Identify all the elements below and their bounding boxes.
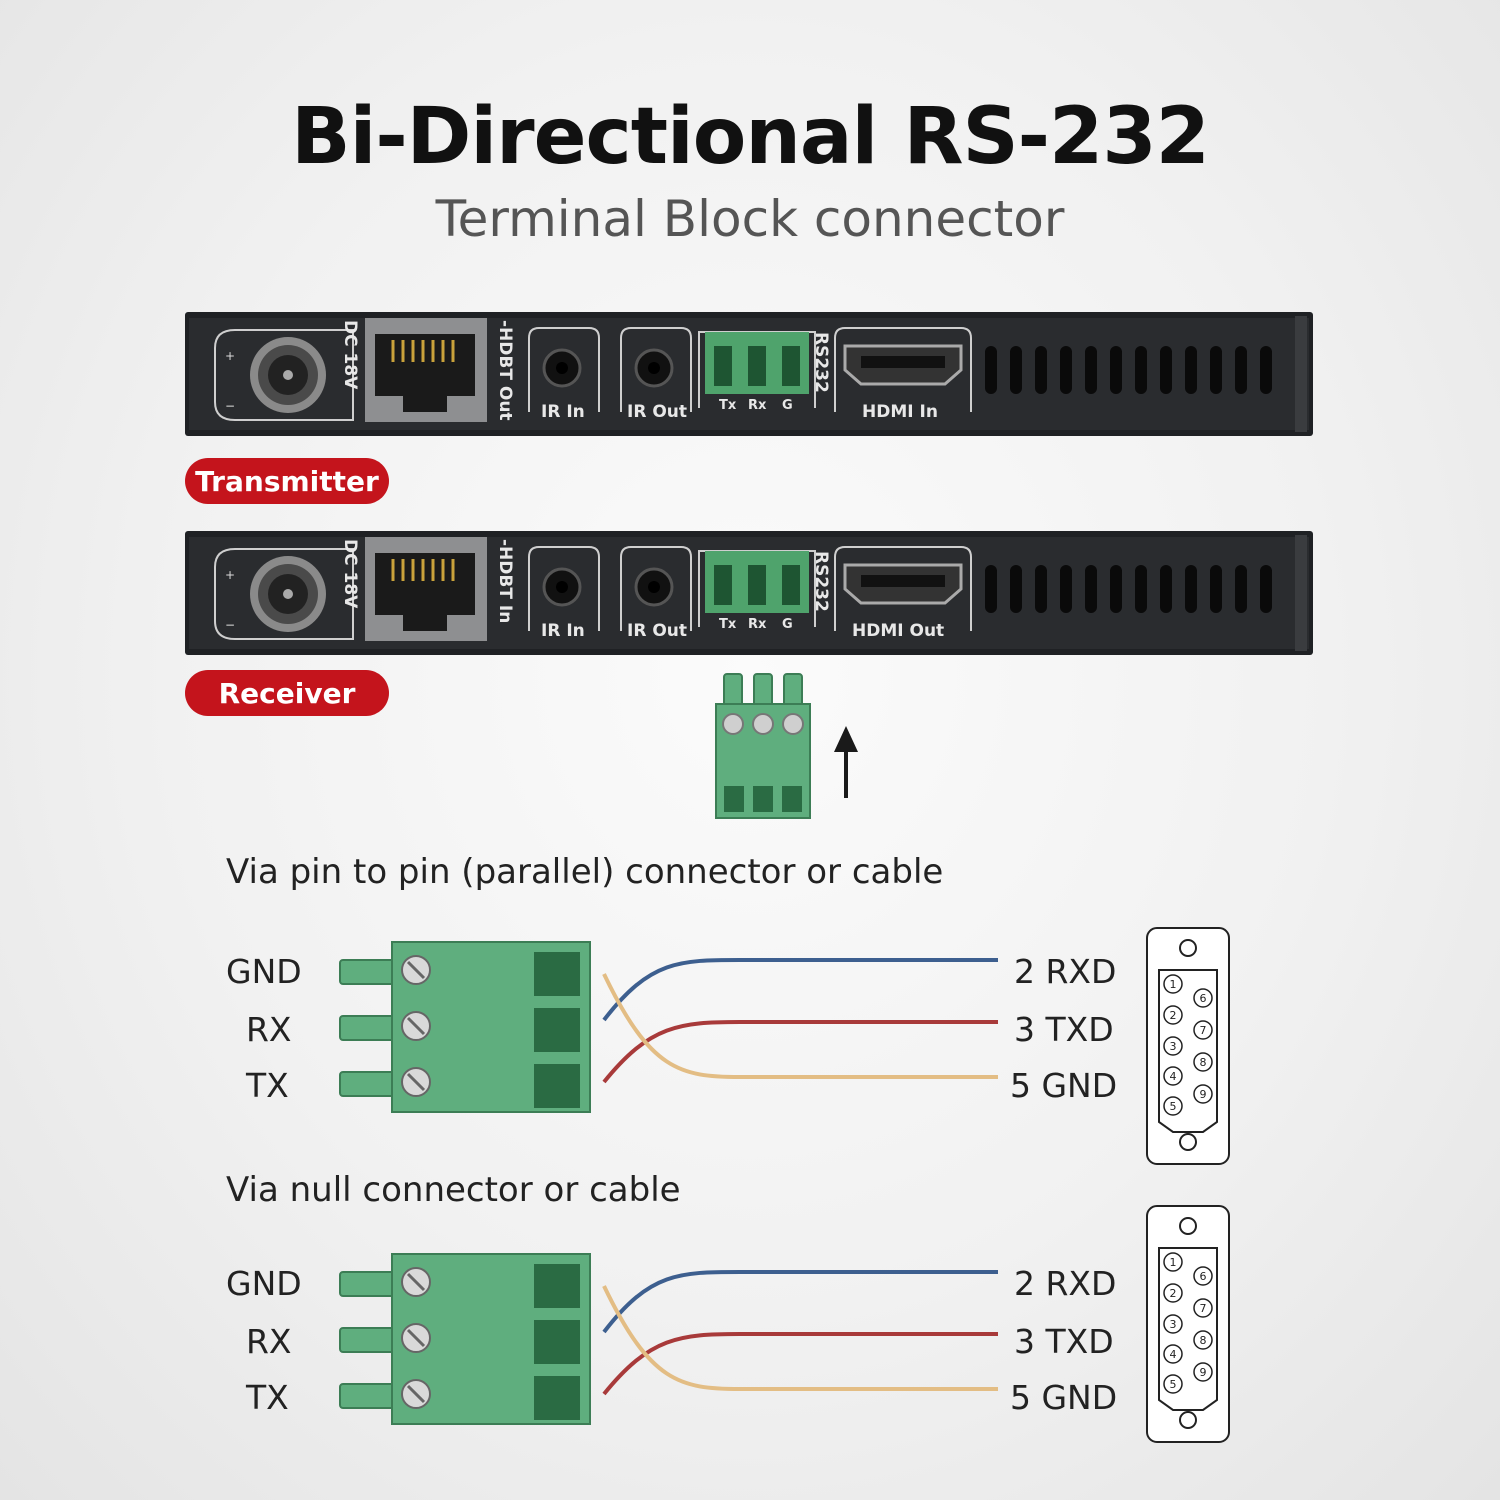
page-subtitle: Terminal Block connector: [435, 190, 1065, 248]
rs232-label: RS232: [811, 332, 831, 393]
pin-g-label: G: [782, 617, 793, 632]
svg-text:+: +: [225, 349, 235, 363]
svg-text:+: +: [225, 568, 235, 582]
parallel-section-title: Via pin to pin (parallel) connector or c…: [226, 852, 944, 892]
transmitter-badge: Transmitter: [185, 458, 389, 504]
db9-num: 7: [1200, 1024, 1207, 1037]
lan-label: -HDBT In: [495, 539, 515, 624]
db9-num: 2: [1170, 1009, 1177, 1022]
pin-rx-label: Rx: [748, 617, 767, 632]
null-section-title: Via null connector or cable: [226, 1170, 681, 1210]
db9-num: 3: [1170, 1318, 1177, 1331]
ir-in-label: IR In: [541, 621, 585, 641]
db9-num: 6: [1200, 1270, 1207, 1283]
ir-in-label: IR In: [541, 402, 585, 422]
db9-num: 2: [1170, 1287, 1177, 1300]
terminal-pin-tx-label: TX: [246, 1378, 289, 1417]
db9-num: 5: [1170, 1100, 1177, 1113]
terminal-pin-rx-label: RX: [246, 1010, 292, 1049]
db9-num: 3: [1170, 1040, 1177, 1053]
receiver-panel: + −: [185, 531, 1313, 655]
ir-out-label: IR Out: [627, 402, 688, 422]
db9-pin5-label: 5 GND: [1010, 1378, 1118, 1417]
terminal-plug-illustration: [715, 673, 858, 819]
receiver-device: + − DC 18V -HDBT In: [185, 531, 1313, 655]
db9-pin2-label: 2 RXD: [1014, 1264, 1117, 1303]
page-title: Bi-Directional RS-232: [291, 92, 1210, 182]
db9-connector-icon: 1 2 3 4 5 6 7 8 9: [1146, 927, 1230, 1165]
db9-num: 4: [1170, 1070, 1177, 1083]
screw-icon: [722, 713, 804, 735]
hdmi-label: HDMI Out: [852, 621, 945, 641]
parallel-wiring-diagram: [339, 941, 998, 1113]
db9-pin5-label: 5 GND: [1010, 1066, 1118, 1105]
db9-pin2-label: 2 RXD: [1014, 952, 1117, 991]
null-wiring-diagram: [339, 1253, 998, 1425]
db9-num: 8: [1200, 1334, 1207, 1347]
terminal-pin-tx-label: TX: [246, 1066, 289, 1105]
receiver-badge: Receiver: [185, 670, 389, 716]
db9-num: 4: [1170, 1348, 1177, 1361]
db9-num: 6: [1200, 992, 1207, 1005]
hdmi-label: HDMI In: [862, 402, 938, 422]
transmitter-panel: + −: [185, 312, 1313, 436]
power-label: DC 18V: [340, 320, 360, 390]
db9-num: 1: [1170, 978, 1177, 991]
power-label: DC 18V: [340, 539, 360, 609]
db9-pin3-label: 3 TXD: [1014, 1010, 1114, 1049]
ir-out-label: IR Out: [627, 621, 688, 641]
db9-connector-icon: 1 2 3 4 5 6 7 8 9: [1146, 1205, 1230, 1443]
vent-slots: [985, 346, 1272, 394]
svg-text:−: −: [225, 618, 235, 632]
terminal-pin-rx-label: RX: [246, 1322, 292, 1361]
pin-tx-label: Tx: [719, 398, 737, 413]
vent-slots: [985, 565, 1272, 613]
rs232-label: RS232: [811, 551, 831, 612]
db9-num: 1: [1170, 1256, 1177, 1269]
arrow-up-icon: [834, 726, 858, 798]
terminal-pin-gnd-label: GND: [226, 1264, 302, 1303]
pin-rx-label: Rx: [748, 398, 767, 413]
pin-tx-label: Tx: [719, 617, 737, 632]
db9-pin3-label: 3 TXD: [1014, 1322, 1114, 1361]
terminal-pin-gnd-label: GND: [226, 952, 302, 991]
pin-g-label: G: [782, 398, 793, 413]
svg-text:−: −: [225, 399, 235, 413]
transmitter-device: + −: [185, 312, 1313, 436]
db9-num: 5: [1170, 1378, 1177, 1391]
lan-label: -HDBT Out: [495, 320, 515, 421]
db9-num: 9: [1200, 1366, 1207, 1379]
db9-num: 7: [1200, 1302, 1207, 1315]
db9-num: 8: [1200, 1056, 1207, 1069]
db9-num: 9: [1200, 1088, 1207, 1101]
